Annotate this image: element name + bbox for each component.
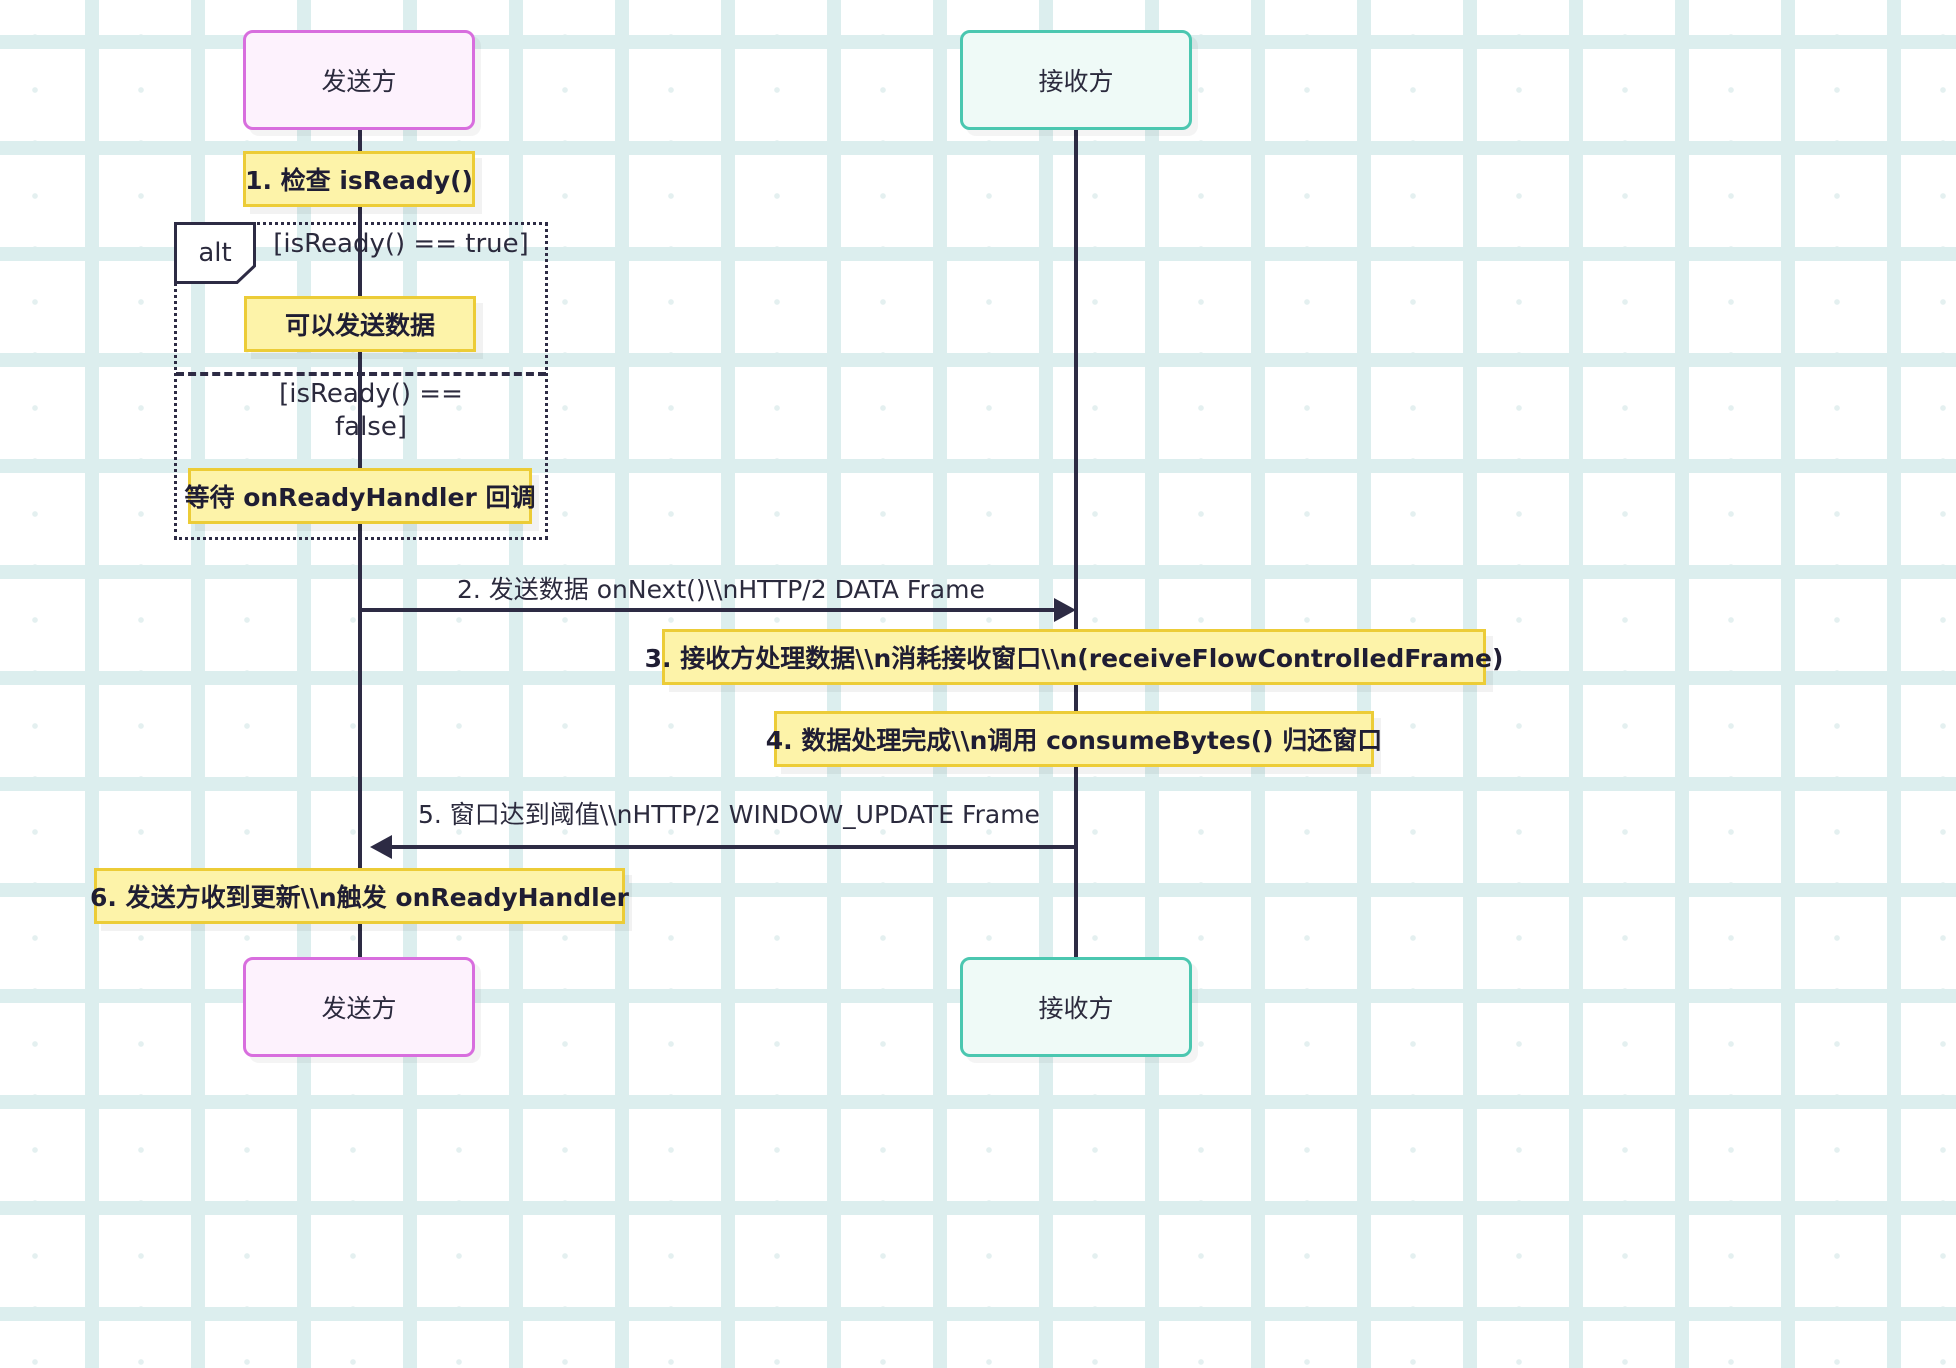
message-5-arrowhead-icon [370, 835, 392, 859]
alt-branch-2-condition: [isReady() == false] [236, 378, 506, 443]
note-consume-bytes: 4. 数据处理完成\\n调用 consumeBytes() 归还窗口 [766, 711, 1382, 767]
alt-branch-2-condition-line1: [isReady() == [279, 379, 463, 409]
note-sender-received-update-text: 6. 发送方收到更新\\n触发 onReadyHandler [90, 883, 629, 912]
alt-label-text: alt [198, 238, 232, 268]
message-5-line [392, 845, 1076, 849]
alt-branch-2-condition-line2: false] [335, 411, 407, 442]
note-check-isready: 1. 检查 isReady() [243, 151, 475, 207]
message-2-label-text: 2. 发送数据 onNext()\\nHTTP/2 DATA Frame [457, 575, 985, 604]
message-2-arrowhead-icon [1054, 598, 1076, 622]
alt-fragment-box [174, 222, 548, 540]
message-5-label: 5. 窗口达到阈值\\nHTTP/2 WINDOW_UPDATE Frame [418, 795, 1040, 831]
lifeline-sender [358, 129, 362, 959]
note-check-isready-text: 1. 检查 isReady() [245, 166, 473, 195]
participant-sender-top[interactable]: 发送方 [243, 30, 475, 130]
note-can-send-data-text: 可以发送数据 [284, 311, 435, 340]
participant-receiver-top-label: 接收方 [1038, 67, 1114, 96]
participant-sender-top-label: 发送方 [321, 67, 397, 96]
note-receiver-process-data-text: 3. 接收方处理数据\\n消耗接收窗口\\n(receiveFlowContro… [644, 644, 1504, 673]
participant-sender-bottom-label: 发送方 [321, 994, 397, 1023]
note-sender-received-update: 6. 发送方收到更新\\n触发 onReadyHandler [90, 868, 629, 924]
message-2-line [360, 608, 1060, 612]
alt-branch-1-condition-text: [isReady() == true] [273, 229, 529, 259]
note-consume-bytes-text: 4. 数据处理完成\\n调用 consumeBytes() 归还窗口 [765, 726, 1383, 755]
note-wait-onreadyhandler-text: 等待 onReadyHandler 回调 [184, 483, 536, 512]
lifeline-receiver [1074, 129, 1078, 959]
message-2-label: 2. 发送数据 onNext()\\nHTTP/2 DATA Frame [457, 570, 985, 606]
participant-receiver-bottom[interactable]: 接收方 [960, 957, 1192, 1057]
participant-sender-bottom[interactable]: 发送方 [243, 957, 475, 1057]
note-receiver-process-data: 3. 接收方处理数据\\n消耗接收窗口\\n(receiveFlowContro… [645, 629, 1503, 685]
note-wait-onreadyhandler: 等待 onReadyHandler 回调 [185, 468, 536, 524]
alt-fragment-label: alt [174, 222, 256, 284]
alt-branch-divider [176, 372, 546, 376]
message-5-label-text: 5. 窗口达到阈值\\nHTTP/2 WINDOW_UPDATE Frame [418, 800, 1040, 829]
note-can-send-data: 可以发送数据 [244, 296, 476, 352]
alt-branch-1-condition: [isReady() == true] [266, 228, 536, 261]
alt-label-tab-shape [174, 222, 256, 284]
participant-receiver-bottom-label: 接收方 [1038, 994, 1114, 1023]
participant-receiver-top[interactable]: 接收方 [960, 30, 1192, 130]
